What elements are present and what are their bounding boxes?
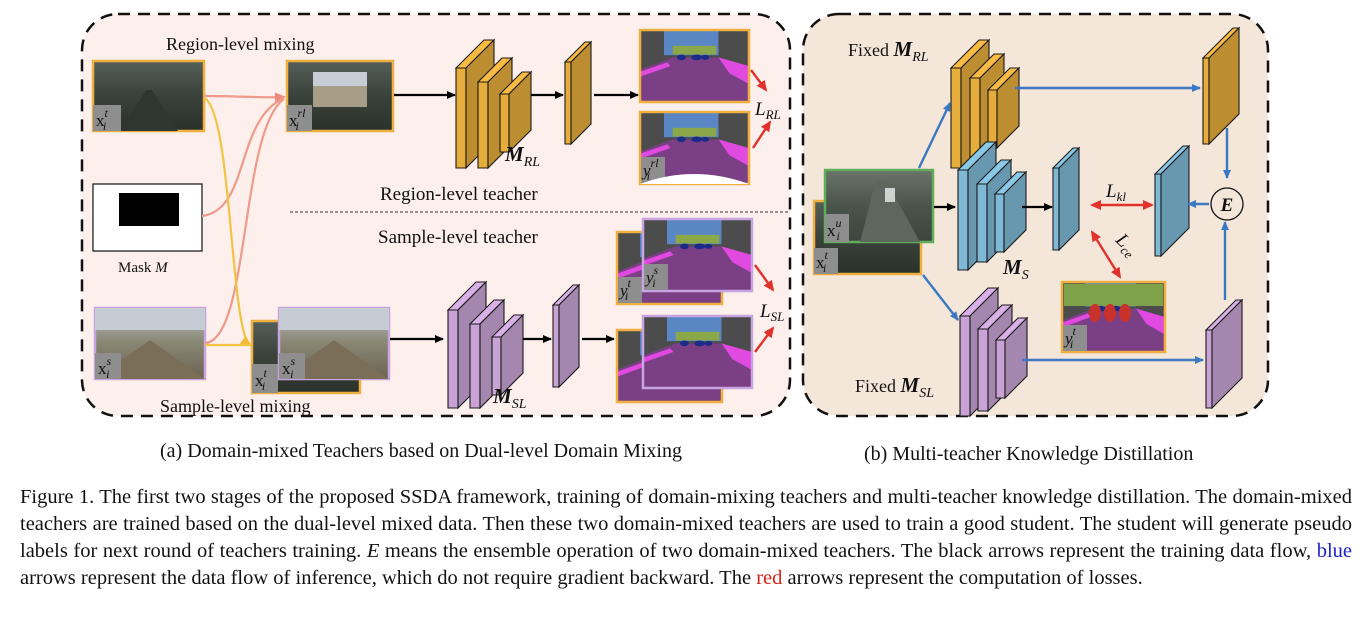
loss-kl-label: Lkl xyxy=(1105,181,1126,204)
rl-decoder-block xyxy=(563,40,593,146)
svg-text:yti: yti xyxy=(1063,324,1077,351)
region-mixing-title: Region-level mixing xyxy=(166,34,314,54)
caption-part-1: Figure 1. The first two stages of the pr… xyxy=(20,486,1352,562)
svg-text:xsi: xsi xyxy=(98,354,112,381)
student-label: MS xyxy=(1002,255,1029,283)
fixed-sl-label: Fixed MSL xyxy=(855,373,934,401)
sl-prediction-map xyxy=(641,314,754,390)
caption-part-4: arrows represent the computation of loss… xyxy=(787,567,1143,589)
loss-arrow-ce xyxy=(1090,230,1122,279)
region-teacher-label: Region-level teacher xyxy=(380,184,538,205)
svg-text:xti: xti xyxy=(96,106,109,133)
figure-caption: Figure 1. The first two stages of the pr… xyxy=(20,484,1352,592)
fixed-rl-decoder-block xyxy=(1201,26,1241,146)
student-encoder-block-3 xyxy=(993,170,1028,254)
framework-figure: Region-level mixing Sample-level mixing … xyxy=(80,12,1270,418)
loss-arrow-sl-pred xyxy=(754,326,775,353)
caption-e-symbol: E xyxy=(366,540,380,562)
model-rl-label: MRL xyxy=(504,142,540,170)
svg-text:xsi: xsi xyxy=(282,354,296,381)
svg-text:xti: xti xyxy=(255,366,268,393)
svg-text:yti: yti xyxy=(618,276,632,303)
fixed-sl-encoder-block-3 xyxy=(994,316,1029,400)
svg-text:xti: xti xyxy=(816,248,829,275)
caption-part-3: arrows represent the data flow of infere… xyxy=(20,567,752,589)
fixed-rl-label: Fixed MRL xyxy=(848,37,929,65)
svg-text:ysi: ysi xyxy=(644,263,659,290)
mix-line-xt-to-xrl xyxy=(203,92,286,103)
ensemble-target-block xyxy=(1153,144,1191,258)
loss-rl-label: LRL xyxy=(754,99,781,122)
loss-arrow-rl-pred xyxy=(750,69,768,92)
sl-decoder-block xyxy=(551,283,581,389)
svg-text:xui: xui xyxy=(827,216,842,243)
ensemble-node: E xyxy=(1210,187,1244,221)
model-sl-label: MSL xyxy=(492,384,527,412)
infer-arrow-x-to-fixed-sl xyxy=(922,274,959,321)
caption-part-2: means the ensemble operation of two doma… xyxy=(384,540,1312,562)
mask-image xyxy=(92,183,203,252)
rl-encoder-block-3 xyxy=(498,70,533,154)
rl-prediction-map xyxy=(638,28,751,104)
mask-label: Mask M xyxy=(118,260,169,276)
loss-arrow-sl-label xyxy=(754,264,775,292)
panel-a-caption: (a) Domain-mixed Teachers based on Dual-… xyxy=(160,440,682,462)
mix-line-xt-to-xsl xyxy=(203,96,252,347)
infer-arrow-x-to-fixed-rl xyxy=(917,102,952,169)
sample-mixing-title: Sample-level mixing xyxy=(160,396,310,416)
panel-a-frame xyxy=(80,12,792,418)
fixed-rl-encoder-block-3 xyxy=(986,66,1021,150)
caption-red-word: red xyxy=(756,567,783,589)
student-decoder-block xyxy=(1051,146,1081,252)
loss-arrow-rl-label xyxy=(751,120,772,149)
mix-line-mask-to-xrl xyxy=(201,96,285,218)
caption-blue-word: blue xyxy=(1316,540,1353,562)
loss-sl-label: LSL xyxy=(759,301,784,324)
mix-line-xs-to-xrl xyxy=(204,98,285,345)
sample-teacher-label: Sample-level teacher xyxy=(378,227,539,248)
sl-encoder-block-3 xyxy=(490,313,525,397)
panel-b-caption: (b) Multi-teacher Knowledge Distillation xyxy=(864,443,1194,465)
fixed-sl-decoder-block xyxy=(1204,298,1244,410)
svg-text:E: E xyxy=(1220,195,1234,216)
